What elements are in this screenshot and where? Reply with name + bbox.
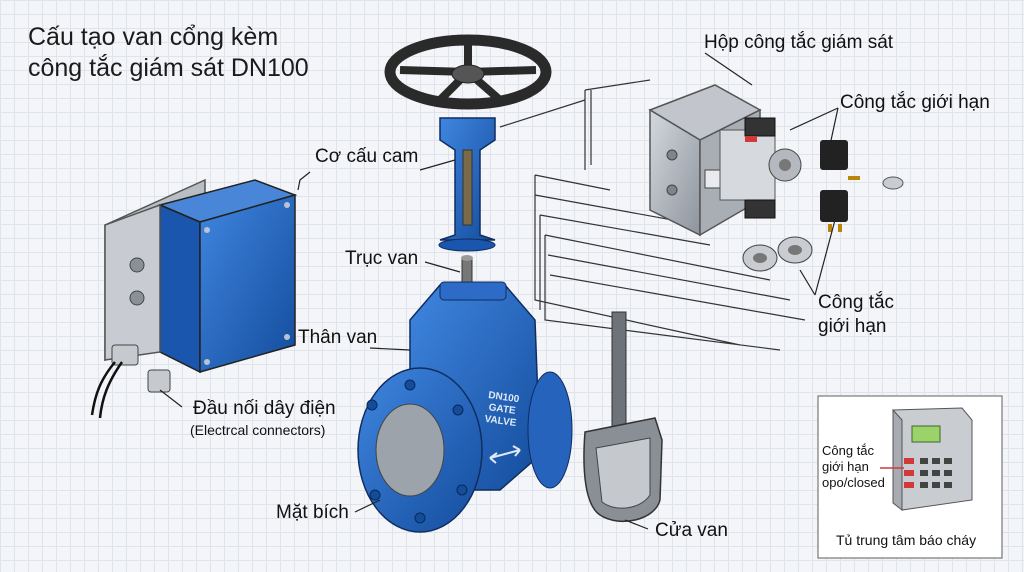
label-limit-switch-bottom-1: Công tắc [818,292,895,313]
panel-callout-line-2: giới hạn [822,459,869,474]
wiring-lines [499,79,806,351]
handwheel [384,34,552,110]
label-stem: Trục van [345,248,419,269]
label-connectors: Đầu nối dây điện [193,398,336,419]
fire-alarm-panel-inset [817,395,1003,559]
label-body: Thân van [298,327,378,348]
monitor-switch-housing [90,178,298,419]
panel-caption: Tủ trung tâm báo cháy [836,532,977,548]
label-switch-box: Hộp công tắc giám sát [704,32,894,53]
panel-callout-line-1: Công tắc [822,443,875,458]
supervisory-switch-box [648,84,802,237]
label-limit-switch-top: Công tắc giới hạn [840,92,990,113]
panel-callout-line-3: opo/closed [822,475,885,490]
title-line-1: Cấu tạo van cổng kèm [28,23,279,51]
label-gate: Cửa van [655,520,728,541]
flow-arrow [489,445,521,464]
limit-switches [820,140,904,232]
valve-marking: DN100 GATE VALVE [476,389,529,431]
label-connectors-en: (Electrcal connectors) [190,422,326,438]
leader-lines [159,52,839,530]
label-limit-switch-bottom-2: giới hạn [818,316,887,337]
label-flange: Mặt bích [276,502,349,523]
title-line-2: công tắc giám sát DN100 [28,54,309,83]
page-title: Cấu tạo van cổng kèm công tắc giám sát D… [28,22,309,85]
flange [357,367,573,533]
label-cam-mechanism: Cơ cấu cam [315,146,419,167]
cable-glands [742,236,813,272]
gate-disc [583,311,663,523]
cam-mechanism [438,117,496,252]
